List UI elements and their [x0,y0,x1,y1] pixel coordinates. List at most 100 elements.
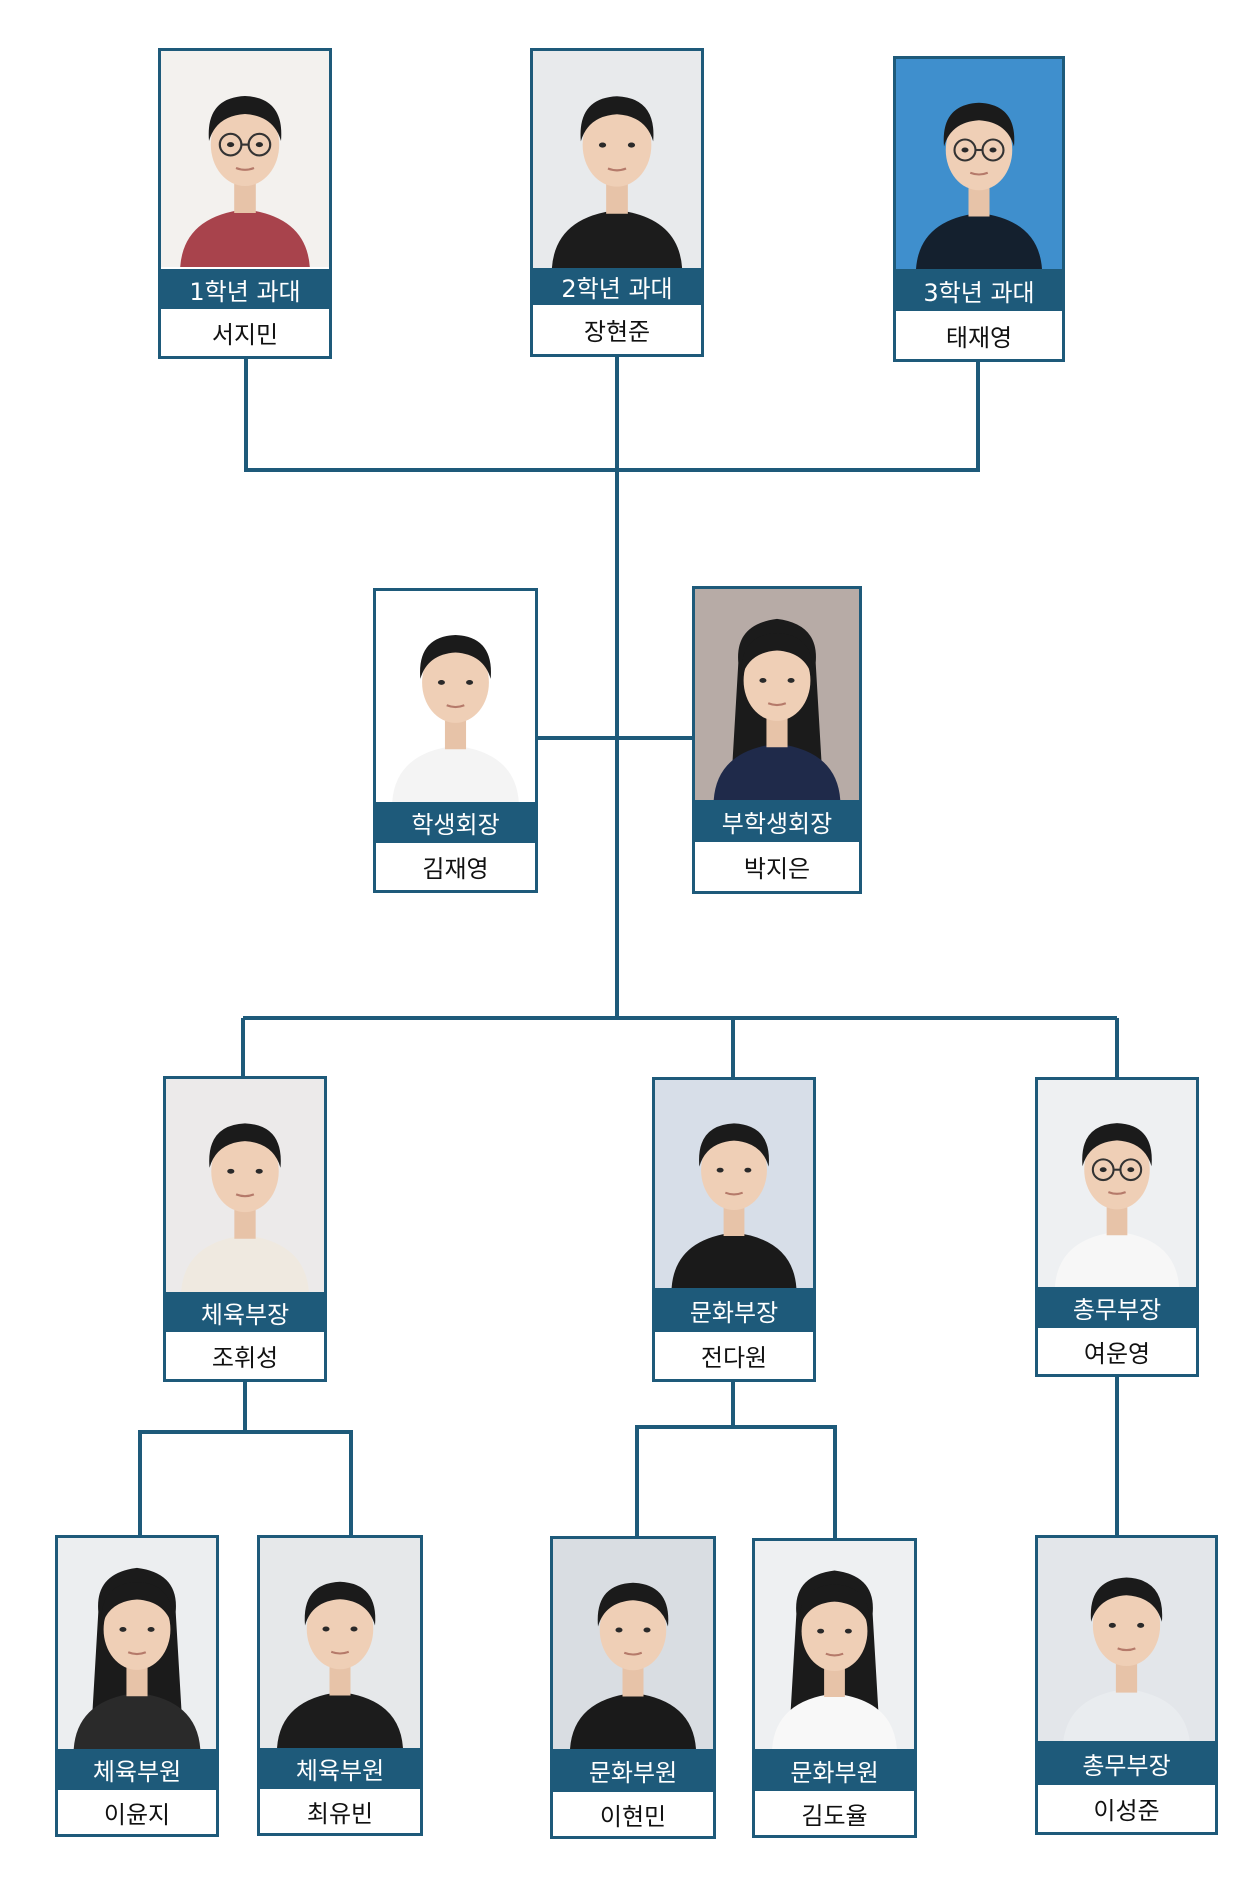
member-role-label: 문화부원 [550,1749,716,1792]
eye [844,1628,852,1634]
hair [209,1123,281,1168]
eye [227,142,235,148]
portrait-graphic [655,1080,813,1288]
member-name: 여운영 [1038,1328,1196,1374]
portrait-graphic [1038,1080,1196,1287]
member-photo [755,1541,914,1749]
neck [1115,1657,1138,1693]
face [599,1589,667,1671]
member-role-label: 총무부장 [1035,1287,1199,1328]
member-photo [533,51,701,268]
shoulders [570,1693,696,1749]
hair [304,1581,376,1626]
shoulders [392,745,519,802]
member-card-culture-member-1: 문화부원 이현민 [550,1536,716,1839]
hair [943,102,1015,147]
eye [615,1627,623,1633]
face [211,1130,279,1213]
mouth [767,702,787,707]
glasses-lens [218,132,243,157]
member-card-sports-head: 체육부장 조휘성 [163,1076,327,1382]
member-card-culture-head: 문화부장 전다원 [652,1077,816,1382]
portrait-graphic [553,1539,713,1749]
hair [1082,1123,1152,1167]
hair [580,96,654,142]
glasses-lens [247,132,272,157]
eye [598,142,607,148]
member-name: 장현준 [533,305,701,354]
mouth [825,1652,844,1657]
member-name: 김도율 [755,1791,914,1835]
hair [597,1582,669,1627]
neck [234,1203,256,1239]
portrait-graphic [695,589,859,800]
mouth [446,704,465,709]
eye [787,677,795,683]
eye [643,1627,651,1633]
shoulders [1054,1231,1180,1287]
member-photo [553,1539,713,1749]
member-card-general-member: 총무부장 이성준 [1035,1535,1218,1835]
eye [817,1628,825,1634]
member-name: 태재영 [896,311,1062,359]
eye [961,147,969,153]
portrait-graphic [896,59,1062,269]
face [1092,1584,1161,1667]
shoulders [180,209,310,267]
eye [255,1168,263,1174]
member-photo [655,1080,813,1288]
mouth [1107,1191,1127,1195]
eye [1099,1167,1107,1173]
neck [606,177,628,214]
member-card-general-head: 총무부장 여운영 [1035,1077,1199,1377]
shoulders [671,1232,797,1288]
member-role-label: 부학생회장 [692,800,862,842]
eye [744,1167,752,1173]
neck [723,1201,745,1236]
member-card-sports-member-1: 체육부원 이윤지 [55,1535,219,1837]
member-role-label: 학생회장 [373,802,538,843]
mouth [235,1193,255,1198]
mouth [1117,1647,1136,1652]
eye [437,679,445,685]
face [582,103,652,187]
neck [766,712,788,748]
hair [420,634,491,679]
neck [1106,1200,1128,1236]
eye [716,1167,724,1173]
mouth [330,1650,350,1655]
member-card-grade2: 2학년 과대 장현준 [530,48,704,357]
hair [741,632,813,677]
neck [329,1660,351,1696]
member-role-label: 체육부원 [257,1748,423,1789]
eye [989,147,997,153]
hair [208,96,282,141]
member-role-label: 1학년 과대 [158,269,332,309]
neck [444,714,467,750]
eye [466,679,474,685]
member-photo [166,1079,324,1292]
eye [227,1168,235,1174]
face [422,641,489,723]
hair [699,1123,769,1167]
eye [350,1626,358,1632]
shoulders [1063,1689,1190,1741]
shoulders [772,1693,897,1749]
member-name: 이윤지 [58,1790,216,1834]
member-role-label: 문화부원 [752,1749,917,1791]
neck [824,1662,845,1697]
neck [622,1661,644,1697]
shoulders [277,1692,403,1748]
face [801,1591,868,1671]
member-card-grade1: 1학년 과대 서지민 [158,48,332,359]
member-card-vice-president: 부학생회장 박지은 [692,586,862,894]
portrait-graphic [533,51,701,268]
eye [627,142,636,148]
neck [968,181,990,217]
member-name: 이현민 [553,1792,713,1836]
member-role-label: 문화부장 [652,1288,816,1332]
hair [799,1584,870,1628]
member-role-label: 체육부장 [163,1292,327,1332]
hair [101,1581,173,1626]
